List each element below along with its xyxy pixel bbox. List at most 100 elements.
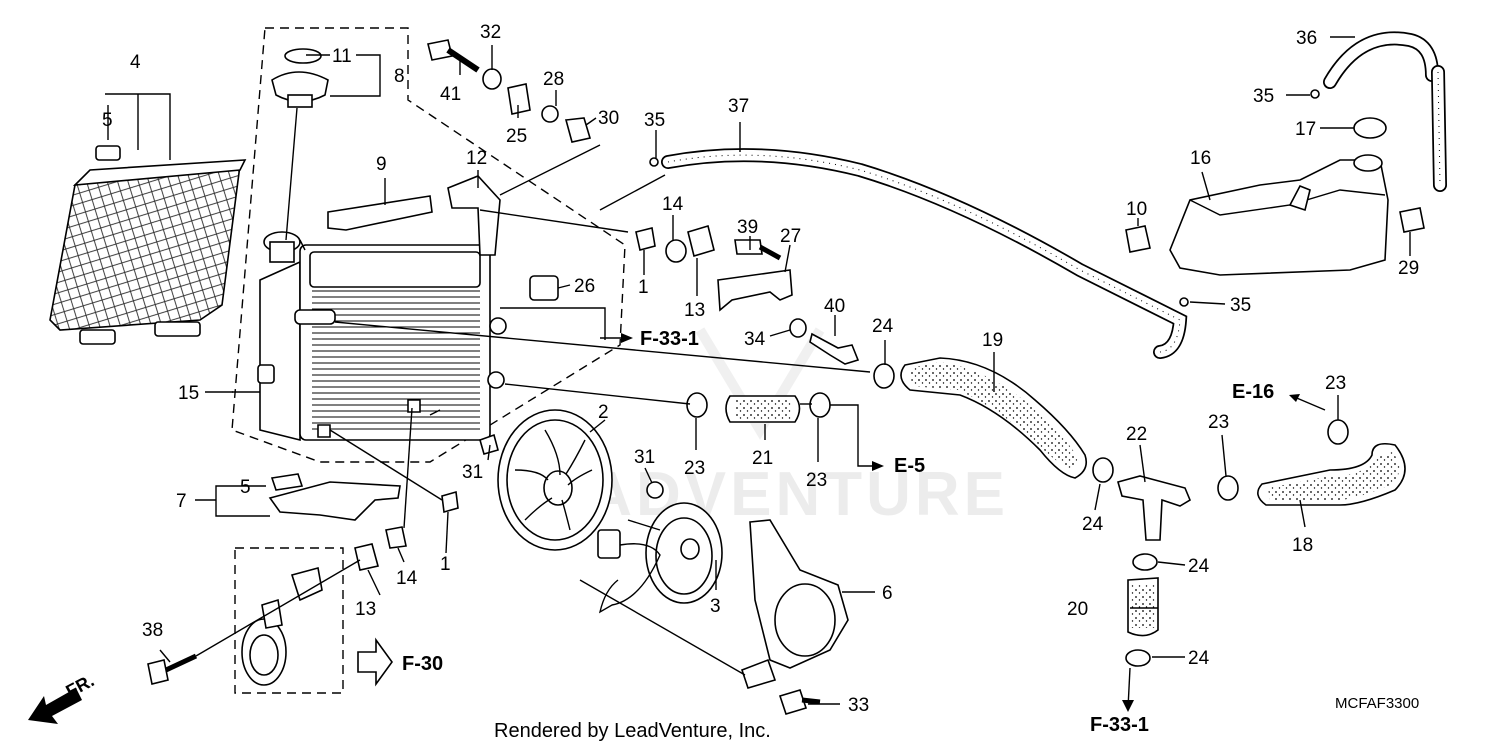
callout-31-left: 31 — [462, 462, 483, 483]
bolt-part-33 — [778, 689, 821, 715]
callout-35-lower: 35 — [1230, 295, 1251, 316]
callout-1-lower: 1 — [440, 554, 451, 575]
cooling-fan-part-2 — [479, 409, 664, 551]
ref-e16: E-16 — [1232, 381, 1274, 403]
callout-27: 27 — [780, 226, 801, 247]
callout-28: 28 — [543, 69, 564, 90]
callout-15: 15 — [178, 383, 199, 404]
joint-part-22 — [1117, 475, 1192, 541]
grommet-part-13-lower — [354, 543, 379, 571]
callout-37: 37 — [728, 96, 749, 117]
pad-part-9 — [327, 195, 433, 231]
hose-part-18 — [1257, 442, 1406, 506]
callout-5-upper: 5 — [102, 110, 113, 131]
rendered-by-footer: Rendered by LeadVenture, Inc. — [494, 720, 771, 742]
radiator-cap-part-8 — [271, 48, 329, 241]
hose-part-19 — [900, 357, 1088, 479]
callout-18: 18 — [1292, 535, 1313, 556]
stay-part-26 — [529, 275, 559, 301]
callout-3: 3 — [710, 596, 721, 617]
callout-23-b: 23 — [806, 470, 827, 491]
ref-f33-1-top: F-33-1 — [640, 328, 699, 350]
callout-32: 32 — [480, 22, 501, 43]
callout-12: 12 — [466, 148, 487, 169]
section-references: F-33-1 E-5 E-16 F-30 F-33-1 — [402, 328, 1274, 736]
clip-part-1-lower — [441, 490, 459, 514]
ref-e5: E-5 — [894, 455, 925, 477]
radiator-part-15 — [257, 231, 507, 442]
hose-part-21 — [725, 395, 801, 423]
callout-5-lower: 5 — [240, 477, 251, 498]
bolt-part-29 — [1399, 207, 1425, 233]
callout-24-b: 24 — [1082, 514, 1104, 535]
bolt-part-38 — [147, 653, 198, 685]
callout-1-upper: 1 — [638, 277, 649, 298]
hose-part-20 — [1127, 577, 1159, 637]
callout-17: 17 — [1295, 119, 1316, 140]
callout-13-lower: 13 — [355, 599, 376, 620]
radiator-assembly-outline — [231, 27, 626, 463]
ref-f33-1-bottom: F-33-1 — [1090, 714, 1149, 736]
fan-motor-part-3 — [597, 502, 723, 614]
callout-22: 22 — [1126, 424, 1147, 445]
breather-hose-part-36 — [1323, 31, 1447, 192]
callout-23-d: 23 — [1325, 373, 1346, 394]
callout-14-upper: 14 — [662, 194, 684, 215]
callout-33: 33 — [848, 695, 869, 716]
clip-part-35-c — [1179, 297, 1189, 307]
horn-group-outline — [234, 547, 344, 694]
callout-7: 7 — [176, 491, 187, 512]
fan-shroud-part-6 — [740, 519, 849, 689]
clip-part-35-b — [1310, 89, 1320, 99]
radiator-screen-part-4 — [49, 145, 247, 345]
callout-30: 30 — [598, 108, 619, 129]
callout-35-top: 35 — [644, 110, 665, 131]
ref-f30: F-30 — [402, 653, 443, 675]
rubber-part-5-lower — [270, 473, 304, 491]
callout-11: 11 — [332, 46, 352, 67]
callout-24-a: 24 — [872, 316, 894, 337]
reserve-tank-part-16 — [1169, 154, 1389, 276]
callout-8: 8 — [394, 66, 405, 87]
f30-arrow-icon — [357, 637, 393, 687]
horn — [241, 567, 323, 686]
tank-cap-part-17 — [1353, 117, 1387, 139]
mount-hardware-top — [427, 39, 592, 143]
callout-6: 6 — [882, 583, 893, 604]
callout-31-right: 31 — [634, 447, 655, 468]
callout-25: 25 — [506, 126, 527, 147]
front-direction-arrow-icon — [28, 688, 82, 724]
diagram-code: MCFAF3300 — [1335, 695, 1419, 712]
hose-clamps — [686, 363, 1349, 667]
callout-23-a: 23 — [684, 458, 705, 479]
callout-24-d: 24 — [1188, 648, 1210, 669]
callout-9: 9 — [376, 154, 387, 175]
callout-19: 19 — [982, 330, 1003, 351]
callout-26: 26 — [574, 276, 595, 297]
callout-4: 4 — [130, 52, 141, 73]
callout-14-lower: 14 — [396, 568, 418, 589]
callout-10: 10 — [1126, 199, 1147, 220]
callout-20: 20 — [1067, 599, 1088, 620]
collar-part-14-lower — [385, 526, 407, 549]
callout-38: 38 — [142, 620, 163, 641]
mount-hardware-right — [635, 224, 860, 365]
callout-35-right: 35 — [1253, 86, 1274, 107]
callout-2: 2 — [598, 402, 609, 423]
clip-part-35-a — [649, 157, 659, 167]
overflow-hose-part-37 — [661, 148, 1188, 359]
callout-36: 36 — [1296, 28, 1317, 49]
callout-41: 41 — [440, 84, 461, 105]
callout-13-upper: 13 — [684, 300, 705, 321]
callout-29: 29 — [1398, 258, 1419, 279]
callout-16: 16 — [1190, 148, 1211, 169]
callout-21: 21 — [752, 448, 773, 469]
callout-39: 39 — [737, 217, 758, 238]
callout-24-c: 24 — [1188, 556, 1210, 577]
watermark-logo — [695, 327, 825, 440]
callout-23-c: 23 — [1208, 412, 1229, 433]
leader-lines — [105, 36, 1411, 712]
callout-34: 34 — [744, 329, 766, 350]
pipe-part-12 — [447, 175, 501, 256]
